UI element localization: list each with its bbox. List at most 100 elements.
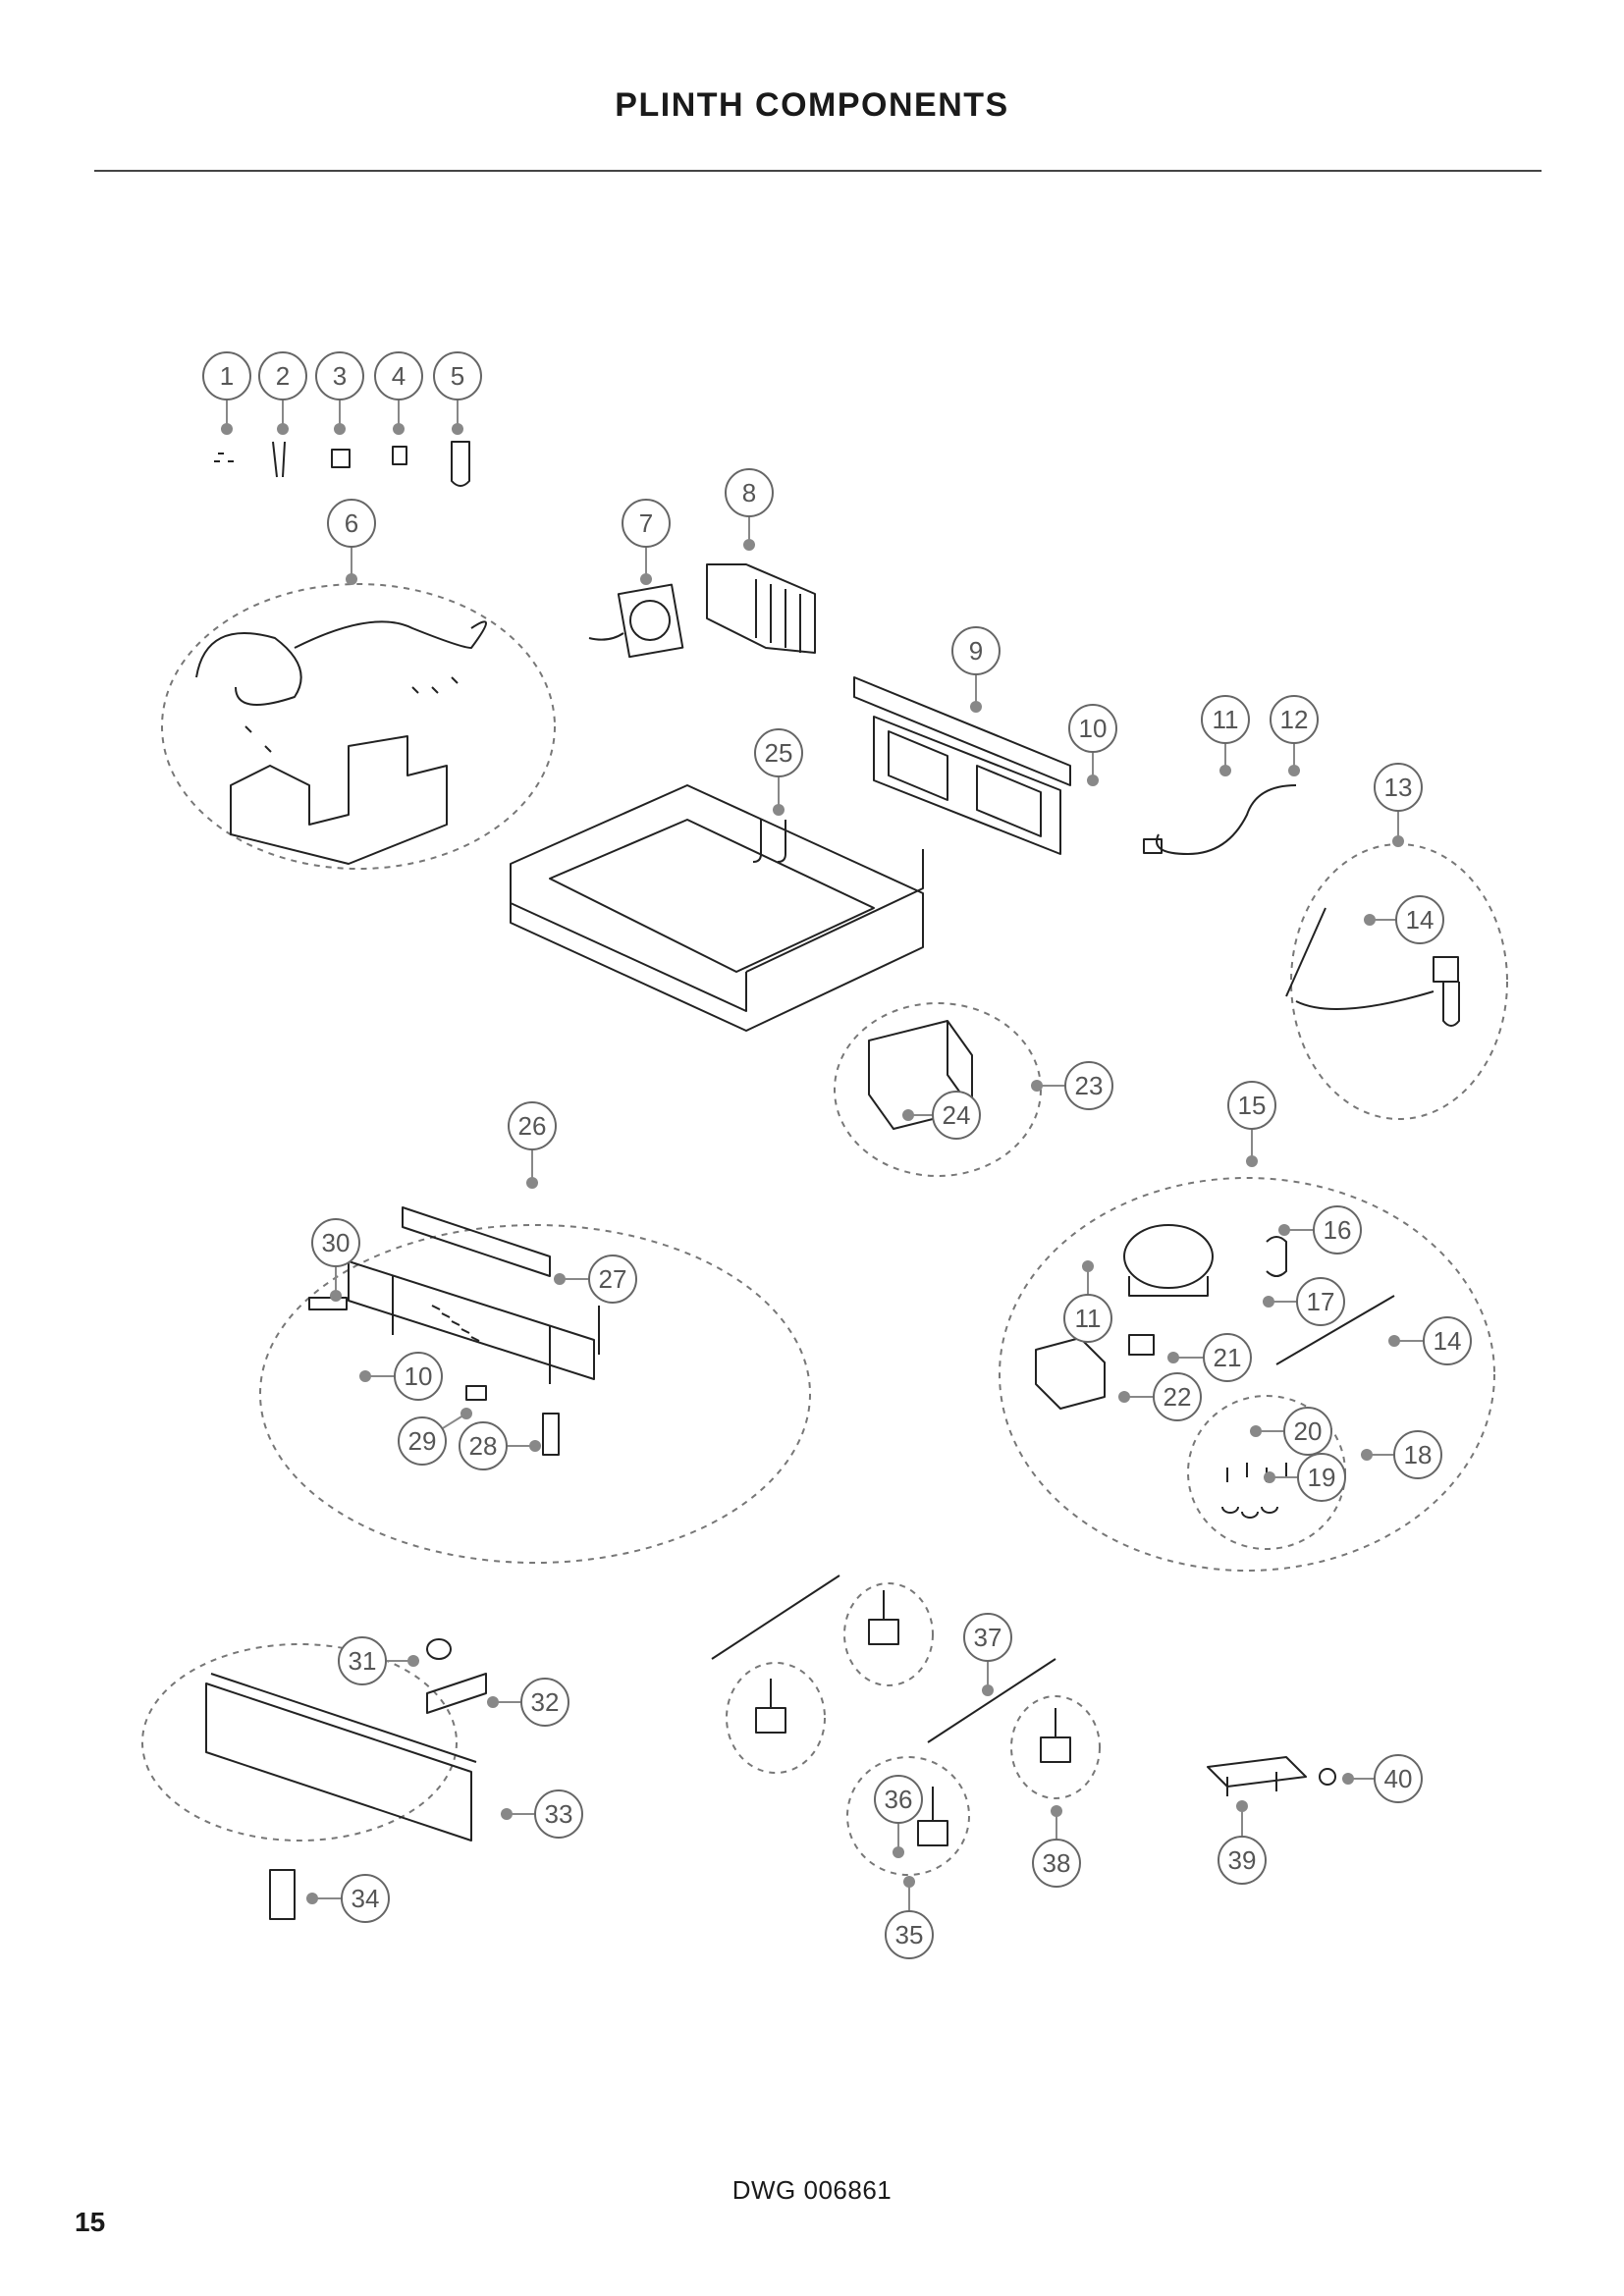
callout-label: 27 xyxy=(599,1264,627,1294)
callout-35: 35 xyxy=(885,1876,934,1959)
callout-dot xyxy=(1263,1296,1274,1308)
callout-circle xyxy=(338,1636,387,1685)
callout-circle xyxy=(1227,1081,1276,1130)
callout-label: 14 xyxy=(1434,1326,1462,1356)
part-15-compressor-base xyxy=(1128,1276,1209,1297)
callout-29: 29 xyxy=(398,1408,472,1466)
callout-dot xyxy=(1167,1352,1179,1363)
part-18-grommets xyxy=(1221,1506,1278,1519)
callout-label: 38 xyxy=(1043,1848,1071,1878)
callout-11: 11 xyxy=(1201,695,1250,776)
callout-circle xyxy=(963,1613,1012,1662)
callout-33: 33 xyxy=(501,1789,583,1839)
callout-10: 10 xyxy=(359,1352,443,1401)
callout-circle xyxy=(588,1255,637,1304)
callout-label: 40 xyxy=(1384,1764,1413,1793)
part-33-kickplate xyxy=(205,1673,477,1842)
callout-label: 31 xyxy=(349,1646,377,1676)
callout-label: 29 xyxy=(408,1426,437,1456)
callout-circle xyxy=(1283,1407,1332,1456)
part-32-bracket xyxy=(426,1673,487,1714)
callout-label: 39 xyxy=(1228,1845,1257,1875)
callout-circle xyxy=(394,1352,443,1401)
part-6-wire xyxy=(195,620,487,706)
callout-label: 20 xyxy=(1294,1416,1323,1446)
callout-label: 15 xyxy=(1238,1091,1267,1120)
callout-dot xyxy=(407,1655,419,1667)
page-title: PLINTH COMPONENTS xyxy=(615,86,1009,124)
part-6-housing xyxy=(230,735,448,865)
part-8-coil xyxy=(706,563,816,654)
part-12-connector xyxy=(1143,838,1163,854)
callout-label: 14 xyxy=(1406,905,1435,934)
parts-drawing xyxy=(195,441,1460,1920)
callout-label: 8 xyxy=(742,478,756,507)
callout-dot xyxy=(330,1290,342,1302)
callout-circle xyxy=(1032,1839,1081,1888)
callout-dot xyxy=(982,1684,994,1696)
callout-label: 13 xyxy=(1384,773,1413,802)
callout-circle xyxy=(1296,1277,1345,1326)
callout-17: 17 xyxy=(1263,1277,1345,1326)
callout-dot xyxy=(970,701,982,713)
callout-circle xyxy=(520,1678,569,1727)
callout-label: 35 xyxy=(895,1920,924,1949)
callout-circle xyxy=(459,1421,508,1470)
part-6-fasteners xyxy=(244,676,459,753)
callout-circle xyxy=(202,351,251,400)
callout-label: 28 xyxy=(469,1431,498,1461)
callout-32: 32 xyxy=(487,1678,569,1727)
callout-label: 25 xyxy=(765,738,793,768)
callout-31: 31 xyxy=(338,1636,419,1685)
callout-circle xyxy=(885,1910,934,1959)
part-8-fins xyxy=(755,579,801,653)
callout-18: 18 xyxy=(1361,1430,1442,1479)
callout-circle xyxy=(327,499,376,548)
callout-dot xyxy=(1250,1425,1262,1437)
callout-dot xyxy=(501,1808,513,1820)
callout-label: 11 xyxy=(1075,1304,1102,1333)
callout-dot xyxy=(1288,765,1300,776)
callout-circle xyxy=(315,351,364,400)
callout-label: 17 xyxy=(1307,1287,1335,1316)
callout-dot xyxy=(1031,1080,1043,1092)
callout-22: 22 xyxy=(1118,1372,1202,1421)
callout-circle xyxy=(258,351,307,400)
base-tray-inner xyxy=(549,819,875,973)
callout-label: 12 xyxy=(1280,705,1309,734)
callout-circle xyxy=(1063,1294,1112,1343)
callout-label: 22 xyxy=(1164,1382,1192,1412)
callout-dot xyxy=(393,423,405,435)
part-25-hoses xyxy=(752,820,786,863)
callout-label: 34 xyxy=(352,1884,380,1913)
callout-26: 26 xyxy=(508,1101,557,1189)
callout-circle xyxy=(725,468,774,517)
callout-circle xyxy=(1218,1836,1267,1885)
callout-circle xyxy=(1201,695,1250,744)
title-divider xyxy=(94,170,1542,172)
callout-circle xyxy=(932,1091,981,1140)
group-outline-caster-b xyxy=(726,1662,826,1774)
part-caster-c xyxy=(1040,1708,1071,1763)
callout-dot xyxy=(306,1893,318,1904)
callout-dot xyxy=(1082,1260,1094,1272)
callout-15: 15 xyxy=(1227,1081,1276,1167)
callout-circle xyxy=(508,1101,557,1150)
part-2-clips xyxy=(272,441,286,478)
part-13-valve xyxy=(1433,956,1460,1027)
callout-2: 2 xyxy=(258,351,307,435)
callout-10: 10 xyxy=(1068,704,1117,786)
callout-circle xyxy=(433,351,482,400)
part-9-panel xyxy=(853,676,1071,855)
callout-label: 9 xyxy=(969,636,983,666)
callout-label: 10 xyxy=(405,1362,433,1391)
callout-8: 8 xyxy=(725,468,774,551)
part-15-compressor xyxy=(1123,1224,1214,1289)
callout-label: 11 xyxy=(1213,705,1239,734)
part-caster-b xyxy=(755,1679,786,1734)
callout-dot xyxy=(1342,1773,1354,1785)
callout-28: 28 xyxy=(459,1421,541,1470)
part-22-relay xyxy=(1035,1337,1106,1410)
callout-circle xyxy=(1068,704,1117,753)
callout-dot xyxy=(359,1370,371,1382)
